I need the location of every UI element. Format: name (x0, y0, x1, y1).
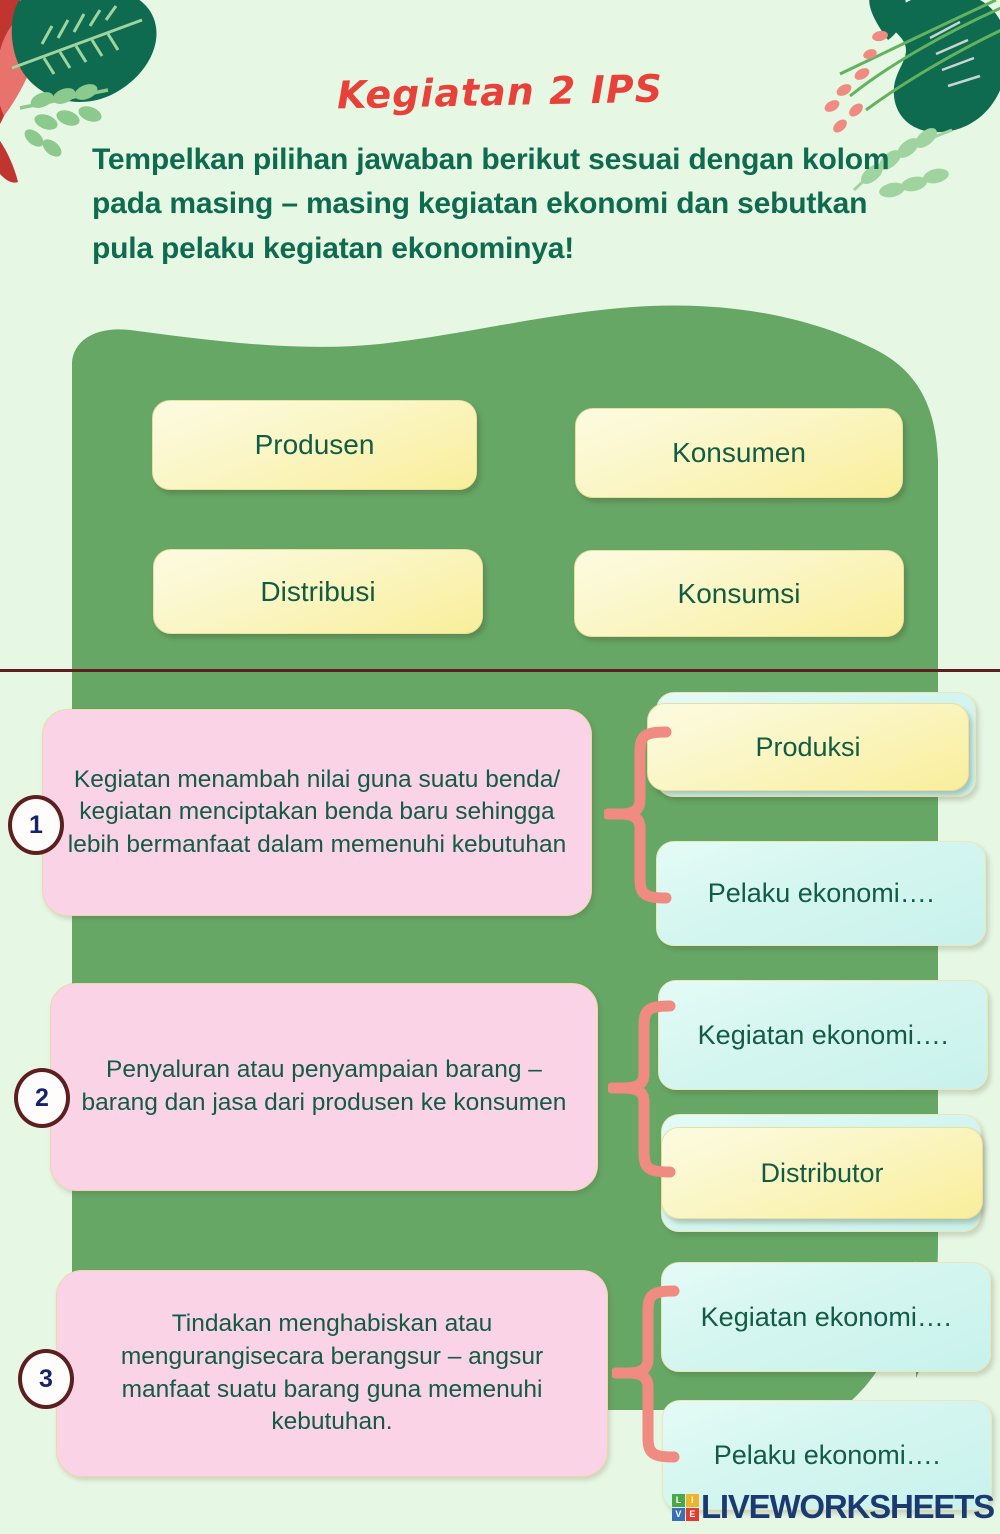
row-number-badge-1: 1 (8, 795, 64, 855)
choice-box-konsumsi[interactable]: Konsumsi (574, 550, 904, 637)
answer-box-distributor[interactable]: Distributor (661, 1127, 983, 1219)
liveworksheets-logo-squares: L I V E (671, 1493, 699, 1521)
choice-box-konsumen[interactable]: Konsumen (575, 408, 903, 498)
logo-letter-e: E (685, 1507, 699, 1521)
statement-text: Tindakan menghabiskan atau mengurangisec… (120, 1310, 544, 1436)
row-number: 2 (35, 1083, 49, 1112)
statement-box-1: Kegiatan menambah nilai guna suatu benda… (42, 709, 592, 916)
answer-box-pelaku-ekonomi-3[interactable]: Pelaku ekonomi…. (662, 1400, 992, 1510)
answer-label: Pelaku ekonomi…. (707, 878, 935, 909)
answer-label: Distributor (760, 1157, 884, 1188)
logo-letter-l: L (671, 1493, 685, 1507)
statement-box-2: Penyaluran atau penyampaian barang – bar… (50, 983, 598, 1191)
answer-box-pelaku-ekonomi-1[interactable]: Pelaku ekonomi…. (656, 841, 986, 946)
liveworksheets-logo[interactable]: L I V E LIVEWORKSHEETS (671, 1488, 995, 1526)
liveworksheets-brand-text: LIVEWORKSHEETS (700, 1488, 995, 1525)
brace-connector-3 (612, 1285, 680, 1463)
row-number-badge-2: 2 (14, 1068, 70, 1128)
brace-connector-1 (604, 726, 672, 904)
answer-label: Pelaku ekonomi…. (713, 1439, 941, 1470)
answer-box-kegiatan-ekonomi-3[interactable]: Kegiatan ekonomi…. (661, 1262, 991, 1372)
choice-box-distribusi[interactable]: Distribusi (153, 549, 483, 634)
choice-label: Konsumen (672, 437, 806, 468)
statement-box-3: Tindakan menghabiskan atau mengurangisec… (56, 1270, 608, 1477)
answer-label: Kegiatan ekonomi…. (700, 1301, 952, 1332)
choice-box-produsen[interactable]: Produsen (152, 400, 477, 490)
section-divider (0, 669, 1000, 672)
answer-label: Produksi (755, 731, 861, 762)
choice-label: Distribusi (260, 575, 376, 607)
answer-label: Kegiatan ekonomi…. (697, 1019, 949, 1050)
instruction-text: Tempelkan pilihan jawaban berikut sesuai… (92, 143, 890, 265)
row-number-badge-3: 3 (18, 1349, 74, 1409)
row-number: 3 (39, 1364, 53, 1393)
statement-text: Penyaluran atau penyampaian barang – bar… (81, 1056, 567, 1116)
page-title: Kegiatan 2 IPS (336, 66, 664, 118)
statement-text: Kegiatan menambah nilai guna suatu benda… (67, 765, 567, 858)
choice-label: Konsumsi (677, 577, 801, 609)
brace-connector-2 (608, 1000, 676, 1178)
logo-letter-i: I (685, 1493, 699, 1507)
logo-letter-v: V (671, 1507, 685, 1521)
choice-label: Produsen (254, 429, 375, 460)
row-number: 1 (29, 810, 43, 839)
answer-box-kegiatan-ekonomi-2[interactable]: Kegiatan ekonomi…. (658, 980, 988, 1090)
answer-box-produksi[interactable]: Produksi (647, 703, 969, 791)
